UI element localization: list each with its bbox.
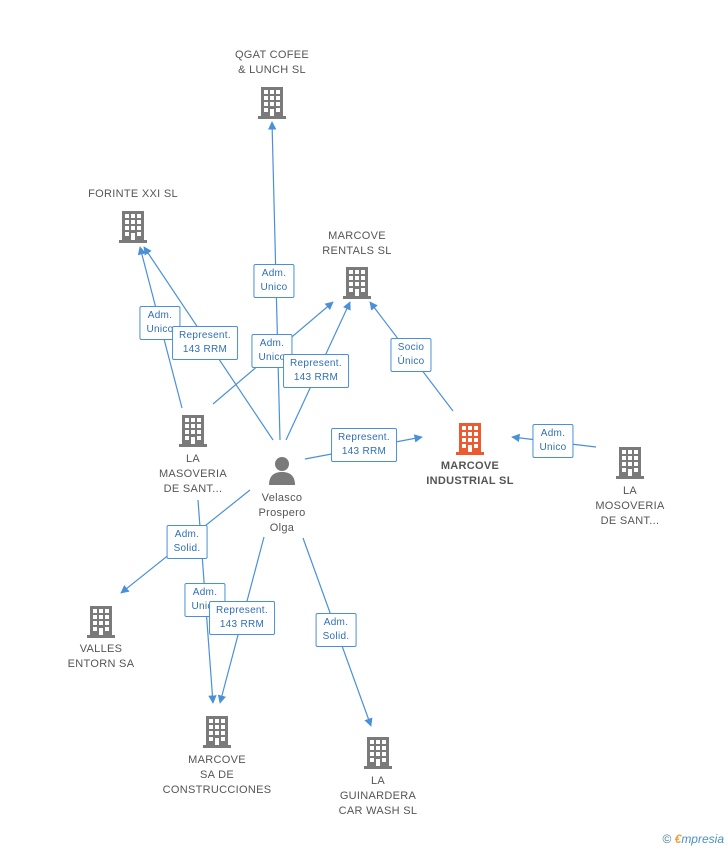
building-icon-qgat[interactable] (258, 87, 286, 119)
edge-label-e11: Represent. 143 RRM (209, 601, 275, 635)
node-label-qgat[interactable]: QGAT COFEE & LUNCH SL (234, 49, 310, 76)
edge-label-e8: Adm. Unico (532, 424, 574, 458)
node-label-rentals[interactable]: MARCOVE RENTALS SL (322, 230, 392, 257)
brand-logo-initial: € (674, 832, 682, 846)
edge-label-e5: Represent. 143 RRM (283, 354, 349, 388)
node-label-industrial[interactable]: MARCOVE INDUSTRIAL SL (426, 460, 514, 487)
edge-label-e12: Adm. Solid. (315, 613, 357, 647)
edge-label-e1: Adm. Unico (253, 264, 295, 298)
building-icon-masoveria2[interactable] (616, 447, 644, 479)
building-icon-guinardera[interactable] (364, 737, 392, 769)
building-icon-masoveria1[interactable] (179, 415, 207, 447)
edge-label-e7: Socio Único (390, 338, 432, 372)
building-icon-valles[interactable] (87, 606, 115, 638)
node-label-guinardera[interactable]: LA GUINARDERA CAR WASH SL (338, 775, 418, 817)
node-label-masoveria1[interactable]: LA MASOVERIA DE SANT... (158, 453, 228, 495)
building-icon-construcciones[interactable] (203, 716, 231, 748)
footer-brand: © €mpresia (662, 832, 724, 846)
person-icon[interactable] (269, 457, 295, 485)
building-icon-industrial[interactable] (456, 423, 484, 455)
edge-label-e9: Adm. Solid. (166, 525, 208, 559)
edge-label-e3: Represent. 143 RRM (172, 326, 238, 360)
node-label-valles[interactable]: VALLES ENTORN SA (67, 643, 135, 670)
node-label-masoveria2[interactable]: LA MOSOVERIA DE SANT... (595, 485, 665, 527)
node-label-construcciones[interactable]: MARCOVE SA DE CONSTRUCCIONES (162, 754, 272, 796)
copyright-symbol: © (662, 832, 672, 846)
node-label-forinte[interactable]: FORINTE XXI SL (88, 188, 178, 200)
building-icon-forinte[interactable] (119, 211, 147, 243)
node-label-person[interactable]: Velasco Prospero Olga (258, 492, 306, 534)
brand-logo-text: mpresia (681, 832, 724, 846)
edge-label-e6: Represent. 143 RRM (331, 428, 397, 462)
edge-label-e2: Adm. Unico (139, 306, 181, 340)
building-icon-rentals[interactable] (343, 267, 371, 299)
